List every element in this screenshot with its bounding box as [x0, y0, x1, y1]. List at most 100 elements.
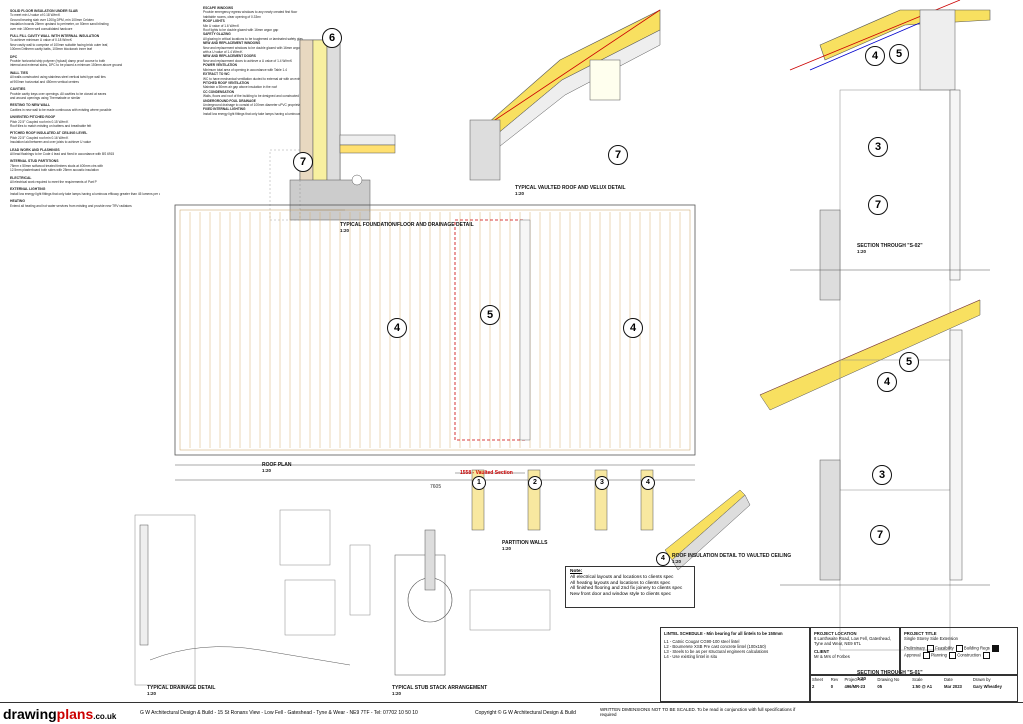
- footer-bar: drawingplans.co.uk G W Architectural Des…: [0, 702, 1023, 724]
- foundation-detail: [269, 39, 396, 221]
- overall-dimension: 7605: [430, 484, 442, 490]
- project-location-block: PROJECT LOCATION 8 Lanthwaite Road, Low …: [810, 627, 900, 675]
- note-text: New and replacement windows to be double…: [203, 45, 303, 50]
- note-text: New and replacement doors to achieve a U…: [203, 58, 293, 63]
- stub-stack: [394, 529, 551, 676]
- note-heading: EXTRACT TO WC: [203, 72, 230, 77]
- note-heading: FIXED INTERNAL LIGHTING: [203, 107, 246, 112]
- callout-3-partition: 3: [595, 476, 609, 490]
- note-heading: CAVITIES: [10, 87, 26, 92]
- note-heading: HEATING: [10, 199, 26, 204]
- note-heading: SOLID FLOOR INSULATION UNDER SLAB: [10, 9, 78, 13]
- callout-7-foundation: 7: [293, 152, 313, 172]
- callout-4-s02: 4: [865, 46, 885, 66]
- note-text: To meet min U value of 0.18 W/m²K: [10, 13, 61, 18]
- note-heading: PITCHED ROOF VENTILATION: [203, 80, 249, 85]
- callout-4-plan-left: 4: [387, 318, 407, 338]
- note-text: Maintain a 50mm air gap above insulation…: [203, 85, 278, 90]
- note-heading: RESTING TO NEW WALL: [10, 103, 51, 108]
- note-text: and around openings using Thermabate or …: [10, 95, 81, 100]
- foundation-detail-title: TYPICAL FOUNDATION/FLOOR AND DRAINAGE DE…: [340, 222, 474, 233]
- section-s01-title: SECTION THROUGH "S-01"1:20: [857, 670, 923, 681]
- note-heading: POWER VENTILATION: [203, 63, 237, 68]
- note-heading: EXTERNAL LIGHTING: [10, 187, 46, 192]
- roof-insulation-title: ROOF INSULATION DETAIL TO VAULTED CEILIN…: [672, 553, 792, 564]
- note-line: All heating layouts and locations to cli…: [570, 580, 671, 586]
- note-heading: UNDERGROUND FOUL DRAINAGE: [203, 98, 256, 103]
- callout-3-s02: 3: [868, 137, 888, 157]
- note-text: with a U value of 1.4 W/m²K: [203, 50, 243, 55]
- note-text: Cavities in new wall to be made continuo…: [10, 107, 112, 112]
- callout-5-plan: 5: [480, 305, 500, 325]
- callout-3-s01: 3: [872, 465, 892, 485]
- note-heading: SAFETY GLAZING: [203, 32, 231, 37]
- callout-2-partition: 2: [528, 476, 542, 490]
- note-text: Roof tiles to match existing on battens …: [10, 123, 92, 128]
- note-line: New front door and window style to clien…: [570, 592, 672, 598]
- note-heading: NEW AND REPLACEMENT DOORS: [203, 54, 256, 59]
- note-text: habitable rooms, clear opening of 0.33m²: [203, 14, 261, 19]
- note-text: Insulation laid between and over joists …: [10, 140, 91, 145]
- project-title-block: PROJECT TITLE Single Storey Side Extensi…: [900, 627, 1018, 675]
- roof-plan: [174, 204, 696, 481]
- copyright-notice: Copyright © G W Architectural Design & B…: [475, 710, 576, 716]
- callout-5-s02: 5: [889, 44, 909, 64]
- note-text: Install low energy light fittings that o…: [10, 191, 160, 196]
- note-text: Install low energy light fittings that o…: [203, 111, 303, 116]
- note-line: All finished flooring and 2nd fix joiner…: [570, 586, 683, 592]
- note-heading: UNVENTED PITCHED ROOF: [10, 115, 56, 120]
- note-text: Pitch 22.5° Coupled roof min 0.16 W/m²K: [10, 135, 69, 140]
- note-title: Note:: [570, 569, 583, 574]
- note-text: 100mm Dritherm cavity batts, 100mm block…: [10, 47, 93, 52]
- note-text: Pitch 22.5° Coupled roof min 0.15 W/m²K: [10, 119, 69, 124]
- callout-7-s01: 7: [870, 525, 890, 545]
- note-text: To achieve minimum U value of 0.18 W/m²K: [10, 38, 72, 43]
- callout-1-partition: 1: [472, 476, 486, 490]
- note-text: insulation boards 25mm upstand to perime…: [10, 22, 109, 27]
- note-heading: ELECTRICAL: [10, 175, 32, 180]
- note-text: Ground bearing slab over 1200g DPM, min …: [10, 17, 94, 22]
- note-text: WC to have mechanical ventilation ducted…: [203, 76, 303, 81]
- callout-6: 6: [322, 28, 342, 48]
- note-text: Provide cavity trays over openings. All …: [10, 91, 107, 96]
- vaulted-section-label: 1558 - Vaulted Section: [460, 470, 513, 476]
- note-text: over min 150mm well consolidated hardcor…: [10, 26, 73, 31]
- note-text: Min U value of 1.6 W/m²K: [203, 23, 240, 28]
- note-text: 12.5mm plasterboard both sides with 25mm…: [10, 168, 99, 173]
- note-text: Walls, floors and roof of the building t…: [203, 94, 303, 99]
- lintel-schedule: LINTEL SCHEDULE - Min bearing for all li…: [660, 627, 810, 702]
- note-heading: ROOF LIGHTS: [203, 19, 225, 24]
- note-text: All glazing in critical locations to be …: [203, 36, 303, 41]
- note-heading: CC CONDENSATION: [203, 89, 235, 94]
- callout-4-insulation: 4: [656, 552, 670, 566]
- note-heading: NEW AND REPLACEMENT WINDOWS: [203, 41, 261, 46]
- note-text: Roof lights to be double glazed with 16m…: [203, 28, 279, 33]
- callout-7-s02: 7: [868, 195, 888, 215]
- callout-4-plan-right: 4: [623, 318, 643, 338]
- note-line: All electrical layouts and locations to …: [570, 574, 674, 580]
- company-address: G W Architectural Design & Build - 15 St…: [140, 710, 418, 716]
- note-heading: PITCHED ROOF INSULATED AT CEILING LEVEL: [10, 131, 88, 136]
- drainage-detail: [134, 509, 371, 686]
- section-s01: [759, 299, 990, 651]
- note-text: All lead flashings to be Code 4 lead and…: [10, 151, 115, 156]
- note-text: at 900mm horizontal and 450mm vertical c…: [10, 79, 79, 84]
- general-note-box: Note: All electrical layouts and locatio…: [565, 566, 695, 608]
- note-heading: ESCAPE WINDOWS: [203, 6, 234, 10]
- partition-walls: [471, 469, 654, 531]
- note-heading: WALL TIES: [10, 70, 29, 75]
- section-s02: [789, 0, 991, 491]
- note-heading: DPC: [10, 54, 18, 59]
- note-text: All walls constructed using stainless st…: [10, 75, 106, 80]
- note-text: All electrical work required to meet the…: [10, 180, 97, 184]
- note-text: Provide horizontal strip polymer (hyload…: [10, 59, 106, 64]
- note-text: internal and external skins, DPC to be p…: [10, 63, 123, 68]
